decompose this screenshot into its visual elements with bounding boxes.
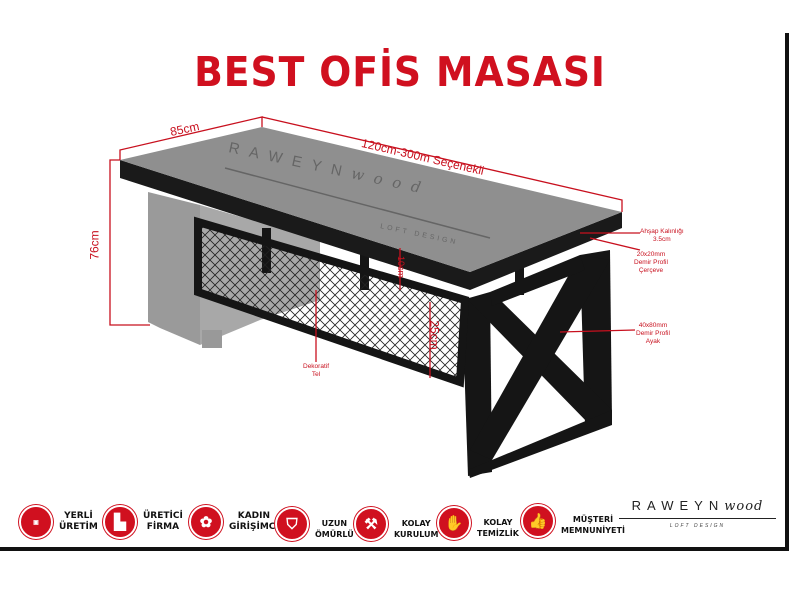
- cleaning-hand-icon: ✋: [437, 506, 471, 540]
- feature-label: GİRİŞİMCİ: [229, 522, 279, 532]
- feature-label: KADIN: [237, 511, 271, 521]
- drill-icon: ⚒: [354, 507, 388, 541]
- logo-divider: [619, 518, 776, 519]
- frame-border-right: [785, 33, 789, 551]
- feature-label: MEMNUNİYETİ: [561, 526, 625, 535]
- note-line: Ahşap Kalınlığı: [640, 228, 684, 235]
- logo-brand: RAWEYN: [631, 498, 725, 513]
- shield-icon: ⛉: [275, 507, 309, 541]
- cabinet: [148, 192, 200, 345]
- gap-dimension: 10cm: [396, 255, 407, 279]
- panel-height-dimension: 25cm: [427, 320, 442, 350]
- feature-label: KOLAY: [483, 518, 513, 527]
- feature-label: UZUN: [321, 519, 348, 528]
- note-line: Çerçeve: [638, 267, 664, 274]
- frame-border-bottom: [0, 547, 789, 551]
- logo-tagline: LOFT DESIGN: [669, 523, 726, 529]
- tabletop: [120, 127, 622, 272]
- x-leg: [462, 250, 612, 478]
- height-dimension: 76cm: [87, 230, 102, 260]
- feature-label: ÜRETİM: [59, 522, 98, 532]
- note-line: 20x20mm: [636, 251, 666, 258]
- page-title: BEST OFİS MASASI: [194, 48, 606, 96]
- note-line: Demir Profil: [636, 330, 670, 337]
- note-line: Tel: [311, 371, 321, 378]
- feature-label: KURULUM: [394, 530, 439, 539]
- thumbs-up-icon: 👍: [521, 504, 555, 538]
- note-line: Demir Profil: [634, 259, 668, 266]
- yerli-uretim-badge-icon: ▣: [19, 505, 53, 539]
- frame-note: 20x20mm Demir Profil Çerçeve: [634, 251, 668, 275]
- feature-kolay-kurulum: ⚒ KOLAY KURULUM: [354, 507, 438, 541]
- mesh-panel: [194, 216, 470, 388]
- feature-label: ÜRETİCİ: [143, 511, 183, 521]
- feature-label: ÖMÜRLÜ: [315, 530, 354, 539]
- note-line: 3.5cm: [653, 236, 671, 243]
- note-line: Ayak: [645, 338, 661, 345]
- feature-label: TEMİZLİK: [477, 529, 519, 538]
- note-line: 40x80mm: [638, 322, 668, 329]
- brand-logo: RAWEYNwood LOFT DESIGN: [615, 498, 780, 529]
- feature-label: MÜŞTERİ: [572, 515, 614, 524]
- mesh-note: Dekoratif Tel: [303, 363, 329, 379]
- wood-thickness-note: Ahşap Kalınlığı 3.5cm: [640, 228, 684, 244]
- woman-figure-icon: ✿: [189, 505, 223, 539]
- dimension-lines: [109, 116, 641, 378]
- feature-uzun-omurlu: ⛉ UZUN ÖMÜRLÜ: [275, 507, 354, 541]
- feature-label: KOLAY: [401, 519, 431, 528]
- feature-musteri-memnuniyeti: 👍 MÜŞTERİ MEMNUNİYETİ: [521, 504, 625, 538]
- note-line: Dekoratif: [303, 363, 330, 370]
- factory-icon: ▙: [103, 505, 137, 539]
- leg-note: 40x80mm Demir Profil Ayak: [636, 322, 670, 346]
- logo-script: wood: [724, 499, 764, 514]
- feature-label: YERLİ: [64, 511, 93, 521]
- feature-kolay-temizlik: ✋ KOLAY TEMİZLİK: [437, 506, 519, 540]
- feature-label: FİRMA: [146, 522, 180, 532]
